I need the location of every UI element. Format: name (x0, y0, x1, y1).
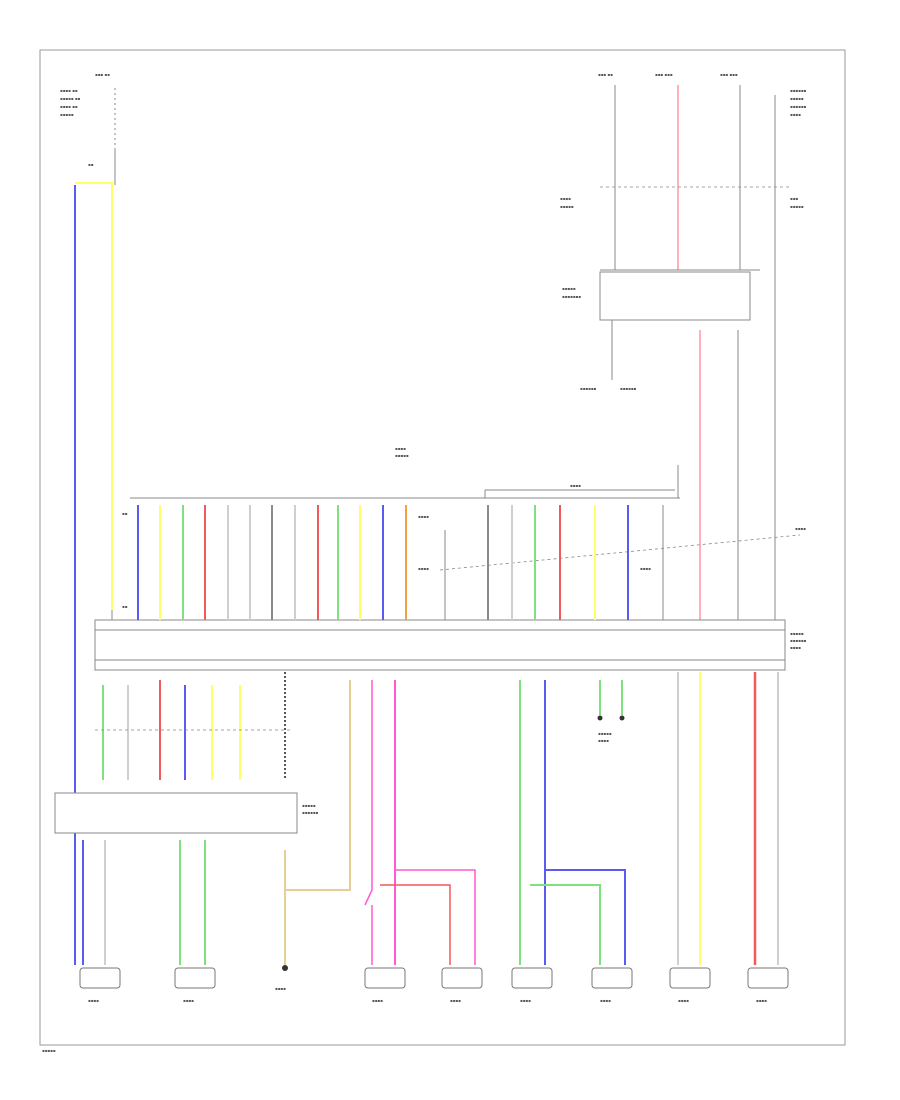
svg-text:▪▪▪▪▪▪: ▪▪▪▪▪▪ (790, 88, 807, 93)
speaker-7 (669, 967, 711, 989)
connector-wires: ▪▪ ▪▪ ▪▪▪▪ ▪▪▪▪ ▪▪▪▪ (122, 505, 664, 620)
speaker-1 (79, 967, 121, 989)
svg-text:▪▪▪▪: ▪▪▪▪ (598, 738, 609, 743)
svg-text:▪▪▪▪▪▪: ▪▪▪▪▪▪ (580, 386, 597, 391)
ground-point (282, 965, 288, 971)
svg-text:▪▪▪▪▪▪: ▪▪▪▪▪▪ (790, 104, 807, 109)
speaker-4 (441, 967, 483, 989)
svg-text:▪▪▪▪: ▪▪▪▪ (600, 998, 611, 1003)
svg-text:▪▪: ▪▪ (122, 511, 128, 516)
svg-text:▪▪▪▪▪: ▪▪▪▪▪ (562, 286, 576, 291)
svg-text:▪▪▪▪: ▪▪▪▪ (395, 446, 406, 451)
svg-text:▪▪▪▪: ▪▪▪▪ (183, 998, 194, 1003)
svg-text:▪▪▪▪▪▪: ▪▪▪▪▪▪ (302, 810, 319, 815)
svg-text:▪▪▪▪▪: ▪▪▪▪▪ (790, 204, 804, 209)
svg-text:▪▪▪ ▪▪▪: ▪▪▪ ▪▪▪ (720, 72, 738, 77)
svg-text:▪▪▪▪: ▪▪▪▪ (275, 986, 286, 991)
svg-text:▪▪▪▪ ▪▪: ▪▪▪▪ ▪▪ (60, 88, 78, 93)
top-right-fuse-block: ▪▪▪ ▪▪ ▪▪▪ ▪▪▪ ▪▪▪ ▪▪▪ ▪▪▪▪▪▪ ▪▪▪▪▪ ▪▪▪▪… (560, 72, 807, 620)
svg-text:▪▪▪ ▪▪: ▪▪▪ ▪▪ (598, 72, 613, 77)
junction-box (599, 271, 751, 321)
svg-text:▪▪▪▪: ▪▪▪▪ (790, 112, 801, 117)
svg-text:▪▪▪▪▪: ▪▪▪▪▪ (560, 204, 574, 209)
svg-text:▪▪▪ ▪▪▪: ▪▪▪ ▪▪▪ (655, 72, 673, 77)
speaker-2 (174, 967, 216, 989)
svg-text:▪▪▪▪: ▪▪▪▪ (640, 566, 651, 571)
main-connector-block: ▪▪▪▪ ▪▪▪▪▪ ▪▪▪▪▪▪ ▪▪▪▪ ▪▪▪▪ (94, 465, 807, 671)
speaker-3 (364, 967, 406, 989)
wire-yellow-left (75, 182, 113, 610)
svg-text:▪▪▪▪: ▪▪▪▪ (570, 483, 581, 488)
svg-text:▪▪▪▪: ▪▪▪▪ (795, 526, 806, 531)
svg-text:▪▪▪▪▪: ▪▪▪▪▪ (598, 731, 612, 736)
speaker-label-marks: ▪▪▪▪ ▪▪▪▪ ▪▪▪▪ ▪▪▪▪ ▪▪▪▪ ▪▪▪▪ ▪▪▪▪ ▪▪▪▪ … (88, 986, 767, 1003)
svg-text:▪▪▪▪: ▪▪▪▪ (372, 998, 383, 1003)
svg-text:▪▪▪▪: ▪▪▪▪ (790, 645, 801, 650)
page-code: ▪▪▪▪▪ (42, 1048, 56, 1053)
top-left-fuse-block: ▪▪▪ ▪▪ ▪▪▪▪ ▪▪ ▪▪▪▪▪ ▪▪ ▪▪▪▪ ▪▪ ▪▪▪▪▪ ▪▪ (60, 72, 116, 185)
svg-text:▪▪▪▪▪▪: ▪▪▪▪▪▪ (790, 638, 807, 643)
svg-text:▪▪▪▪: ▪▪▪▪ (756, 998, 767, 1003)
svg-text:▪▪▪▪: ▪▪▪▪ (88, 998, 99, 1003)
svg-text:▪▪▪▪: ▪▪▪▪ (520, 998, 531, 1003)
svg-text:▪▪▪: ▪▪▪ (790, 196, 798, 201)
speaker-5 (511, 967, 553, 989)
svg-text:▪▪▪▪▪: ▪▪▪▪▪ (395, 453, 409, 458)
svg-text:▪▪▪▪: ▪▪▪▪ (678, 998, 689, 1003)
svg-text:▪▪▪▪▪: ▪▪▪▪▪ (790, 631, 804, 636)
svg-text:▪▪▪▪▪▪▪: ▪▪▪▪▪▪▪ (562, 294, 581, 299)
svg-text:▪▪▪▪▪: ▪▪▪▪▪ (60, 112, 74, 117)
svg-text:▪▪▪▪▪: ▪▪▪▪▪ (790, 96, 804, 101)
svg-text:▪▪▪▪: ▪▪▪▪ (560, 196, 571, 201)
svg-text:▪▪▪▪▪ ▪▪: ▪▪▪▪▪ ▪▪ (60, 96, 81, 101)
left-feed-wires (74, 182, 113, 965)
svg-text:▪▪▪▪ ▪▪: ▪▪▪▪ ▪▪ (60, 104, 78, 109)
svg-text:▪▪▪ ▪▪: ▪▪▪ ▪▪ (95, 72, 110, 77)
svg-text:▪▪▪▪▪▪: ▪▪▪▪▪▪ (620, 386, 637, 391)
speaker-6 (591, 967, 633, 989)
svg-text:▪▪▪▪: ▪▪▪▪ (418, 514, 429, 519)
lower-wires: ▪▪▪▪▪ ▪▪▪▪▪▪ ▪▪▪▪▪ ▪▪▪▪ (54, 672, 779, 965)
svg-text:▪▪▪▪: ▪▪▪▪ (418, 566, 429, 571)
svg-text:▪▪: ▪▪ (122, 604, 128, 609)
speakers (79, 965, 789, 989)
svg-text:▪▪: ▪▪ (88, 162, 94, 167)
diagram-frame (39, 49, 846, 1046)
svg-text:▪▪▪▪▪: ▪▪▪▪▪ (302, 803, 316, 808)
speaker-8 (747, 967, 789, 989)
svg-text:▪▪▪▪: ▪▪▪▪ (450, 998, 461, 1003)
sub-connector-box (54, 792, 298, 834)
